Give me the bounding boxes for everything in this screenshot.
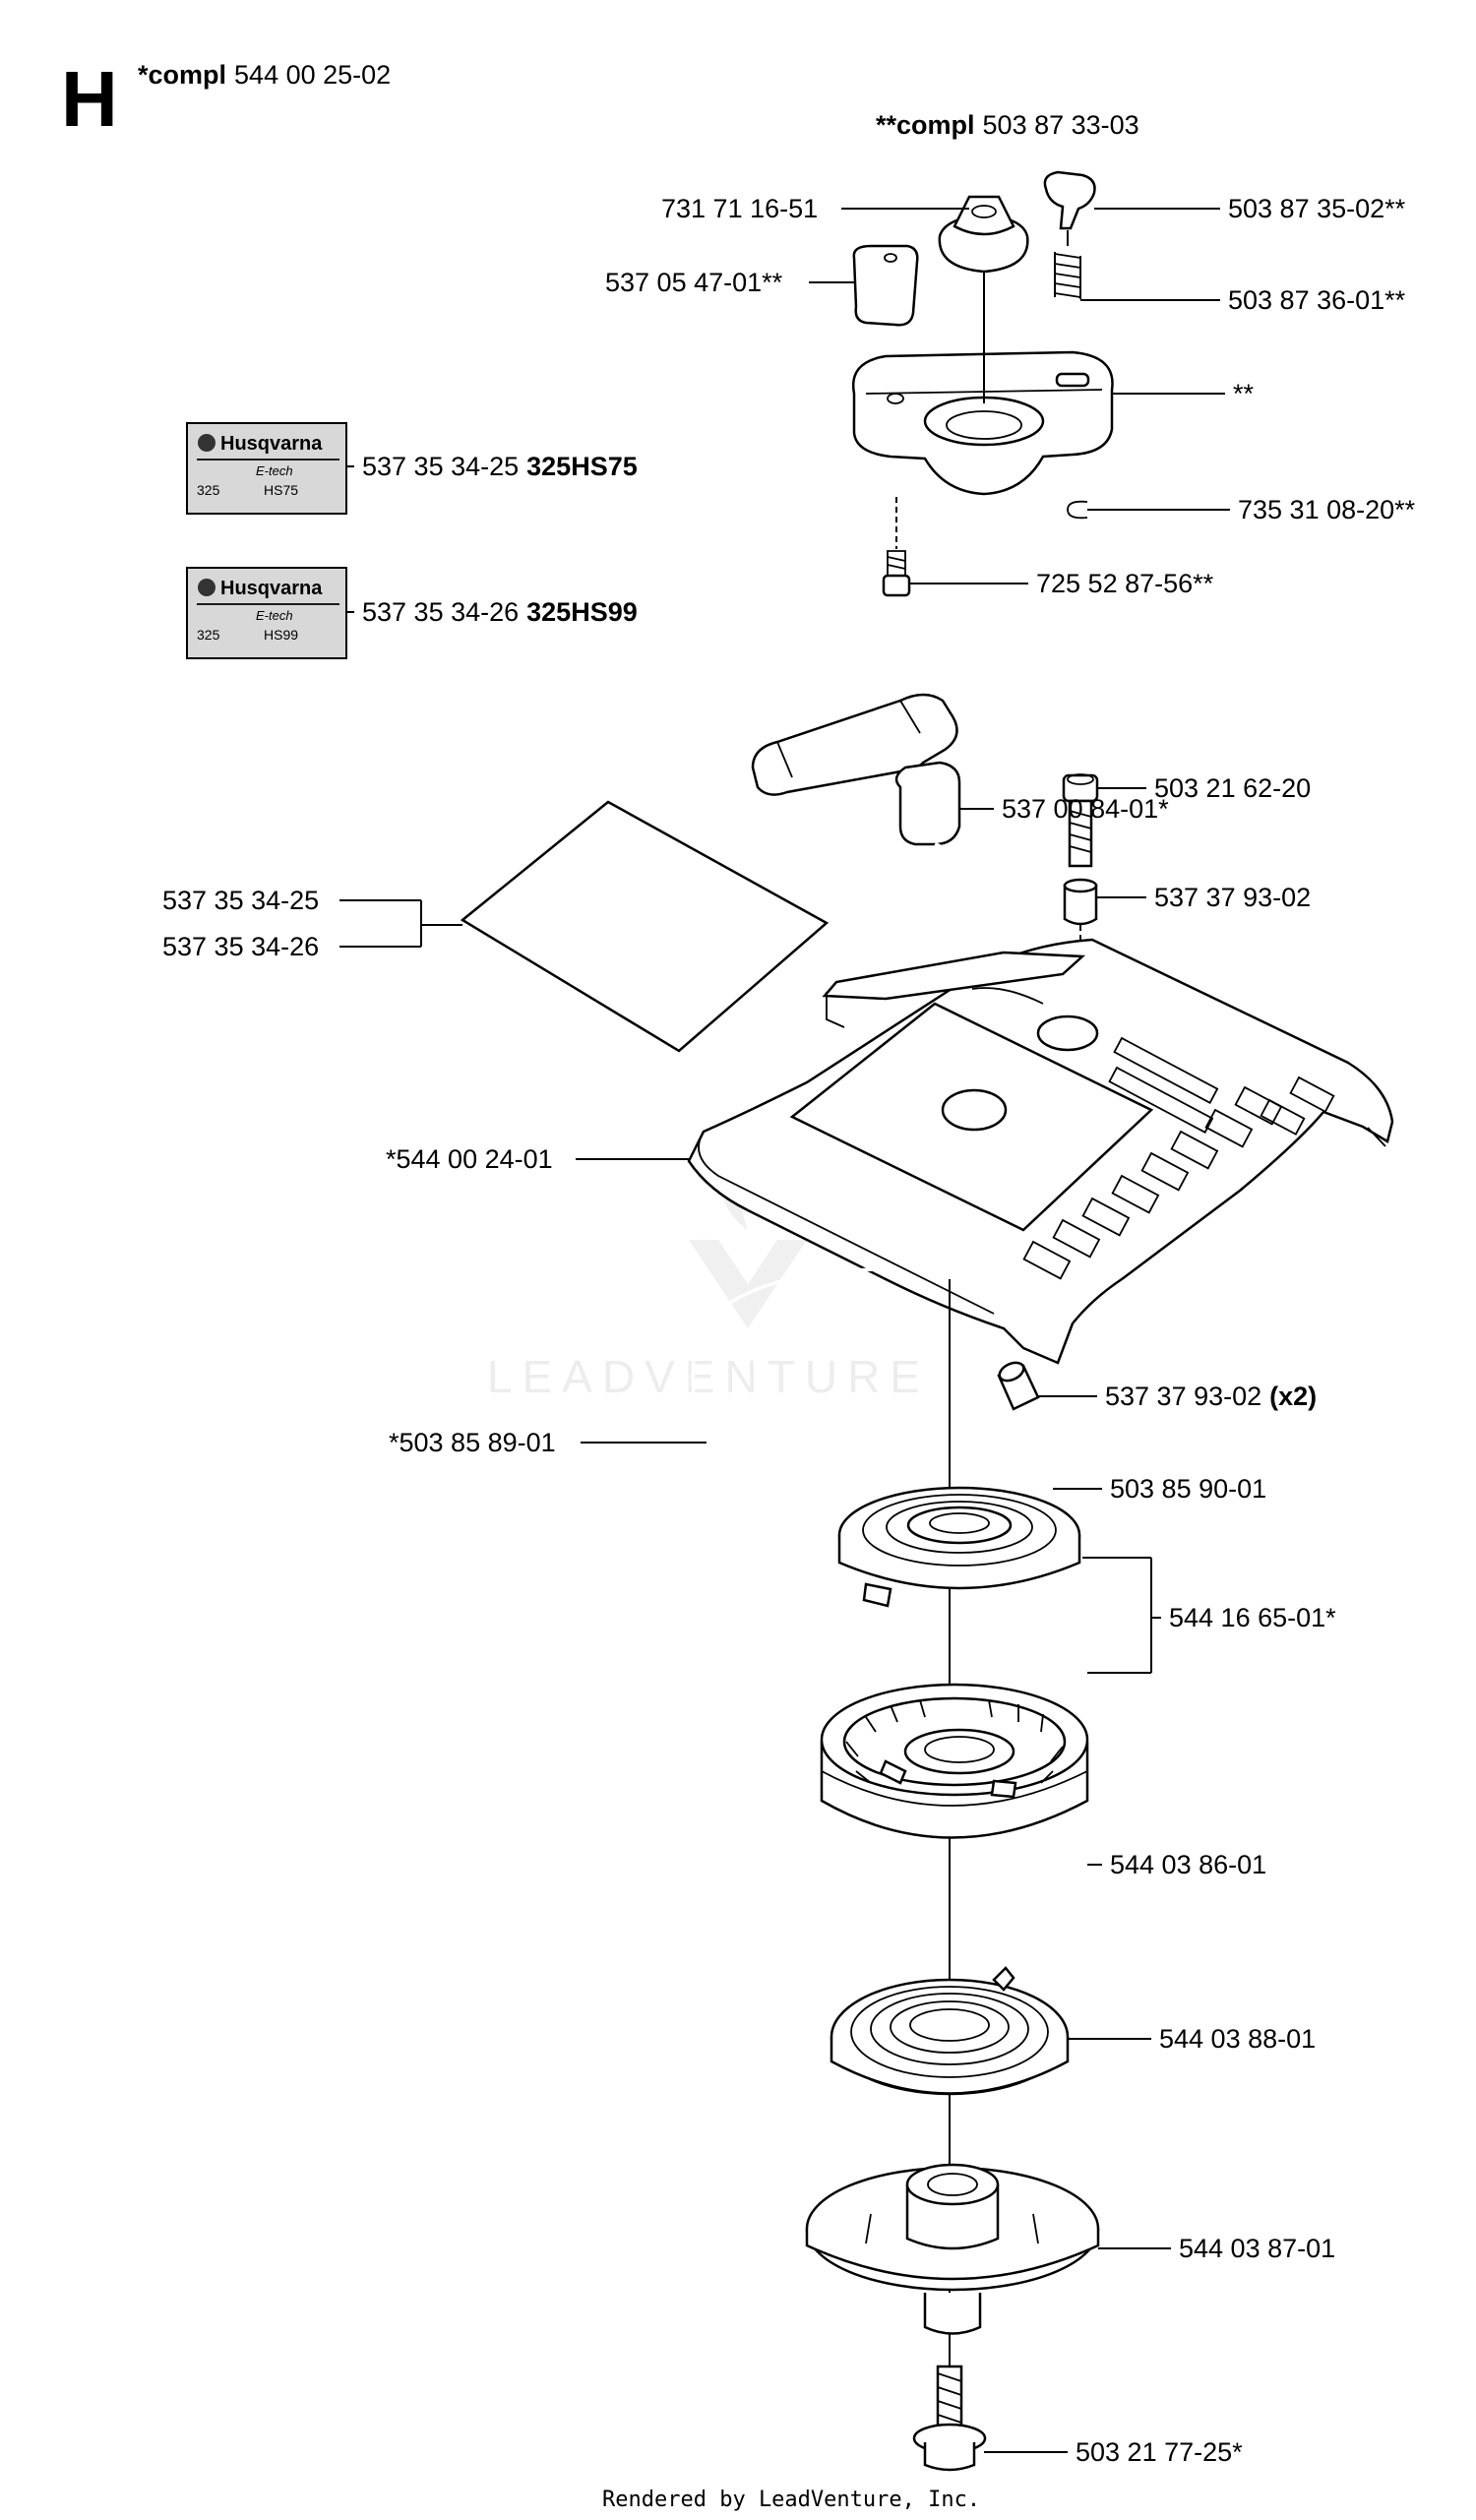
label-screw-bottom: 503 21 77-25*	[1076, 2437, 1243, 2467]
decal-hs75: Husqvarna E-tech 325 HS75	[186, 422, 347, 515]
label-bushing-x2-qty: (x2)	[1269, 1382, 1317, 1411]
label-decal-b: 537 35 34-26	[162, 932, 319, 961]
assembly-main-number: 544 00 25-02	[234, 60, 391, 90]
label-spring-cassette: 503 85 90-01	[1110, 1474, 1266, 1504]
label-handle: 537 00 84-01*	[1002, 794, 1169, 824]
hub-part	[805, 2163, 1100, 2335]
screw-small-part	[882, 497, 911, 597]
label-pulley-kit: 544 16 65-01*	[1169, 1603, 1336, 1632]
pad-part	[852, 244, 919, 327]
assembly-sub-prefix: **compl	[876, 110, 975, 140]
assembly-sub-number: 503 87 33-03	[983, 110, 1139, 140]
footer-credit: Rendered by LeadVenture, Inc.	[602, 2488, 980, 2512]
label-rope: *503 85 89-01	[389, 1428, 556, 1457]
screw-bottom-part	[912, 2365, 987, 2472]
spring-main-part	[830, 1966, 1070, 2096]
label-pad: 537 05 47-01**	[605, 268, 783, 297]
handle-part	[751, 693, 1026, 965]
label-screw-small: 725 52 87-56**	[1036, 569, 1214, 598]
decal-hs75-code: HS75	[264, 482, 298, 498]
cover-part	[687, 938, 1394, 1365]
assembly-main-prefix: *compl	[138, 60, 226, 90]
label-bushing-top: 537 37 93-02	[1154, 883, 1311, 912]
knob-part	[1043, 170, 1096, 299]
decal-hs75-model: 325	[197, 482, 220, 498]
section-letter: H	[61, 55, 118, 143]
label-clip: 735 31 08-20**	[1238, 495, 1416, 524]
pulley-part	[820, 1683, 1089, 1839]
bushing-x2-part	[997, 1361, 1040, 1411]
label-hub: 544 03 87-01	[1179, 2234, 1335, 2263]
label-bushing-x2-part: 537 37 93-02	[1105, 1382, 1261, 1411]
decal-hs99-model: 325	[197, 627, 220, 643]
label-housing-top: **	[1233, 379, 1255, 408]
spring-cassette-part	[837, 1486, 1081, 1608]
screw-top-part	[1062, 773, 1099, 868]
assembly-main-label: *compl 544 00 25-02	[138, 60, 391, 90]
clip-part	[1067, 500, 1088, 520]
label-pulley: 544 03 86-01	[1110, 1850, 1266, 1879]
label-decal-hs75-variant: 325HS75	[526, 452, 638, 481]
watermark: LEADVENTURE	[487, 1122, 930, 1402]
label-knob: 503 87 35-02**	[1228, 194, 1406, 223]
label-nut: 731 71 16-51	[661, 194, 818, 223]
label-bushing-x2: 537 37 93-02 (x2)	[1105, 1382, 1317, 1411]
decal-hs99-line: E-tech	[256, 608, 293, 623]
decal-sheet-part	[460, 800, 830, 1053]
label-screw-top: 503 21 62-20	[1154, 773, 1311, 803]
decal-hs99: Husqvarna E-tech 325 HS99	[186, 567, 347, 659]
decal-hs75-line: E-tech	[256, 463, 293, 478]
label-decal-a: 537 35 34-25	[162, 886, 319, 915]
watermark-text: LEADVENTURE	[487, 1351, 930, 1402]
housing-top-part	[851, 272, 1114, 496]
nut-part	[938, 195, 1029, 274]
label-decal-hs99-variant: 325HS99	[526, 597, 638, 627]
label-decal-hs99-part: 537 35 34-26	[362, 597, 519, 627]
label-spring-main: 544 03 88-01	[1159, 2024, 1316, 2054]
rope-part	[692, 1268, 892, 1733]
assembly-sub-label: **compl 503 87 33-03	[876, 110, 1139, 140]
label-cover: *544 00 24-01	[386, 1144, 553, 1174]
decal-hs99-brand: Husqvarna	[220, 578, 323, 599]
label-decal-hs75-part: 537 35 34-25	[362, 452, 519, 481]
decal-hs99-code: HS99	[264, 627, 298, 643]
decal-hs75-brand: Husqvarna	[220, 433, 323, 455]
label-spring-small: 503 87 36-01**	[1228, 285, 1406, 315]
